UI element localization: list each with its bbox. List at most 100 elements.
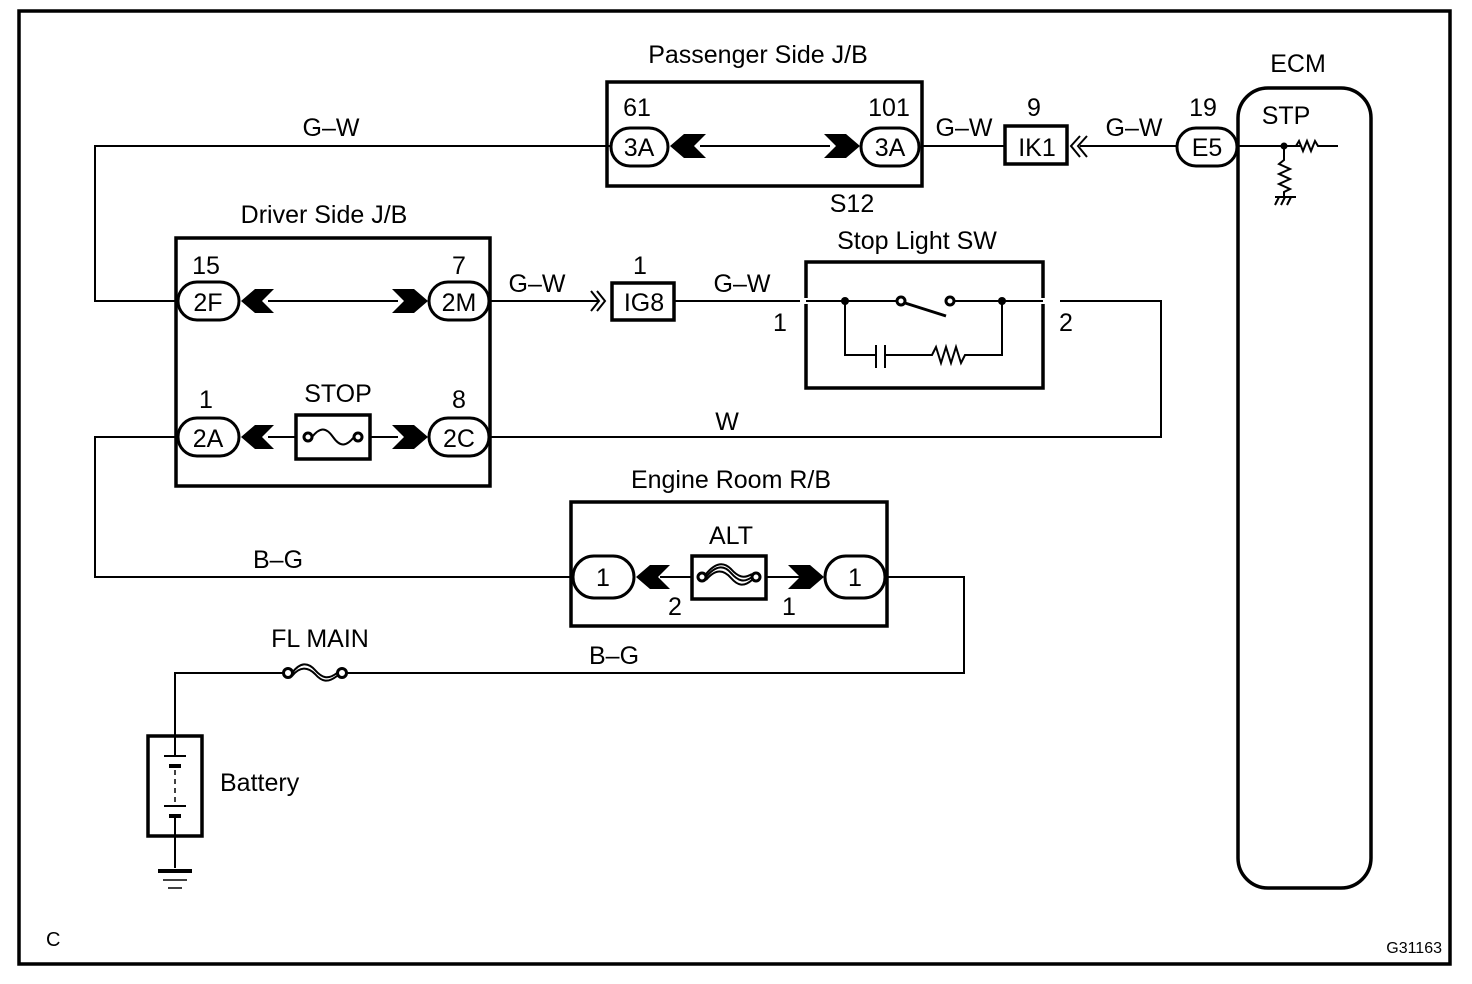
stop-light-sw-pin-1: 1 [773,309,787,337]
ecm-terminal-stp: STP [1262,102,1311,130]
fl-main-label: FL MAIN [271,625,369,653]
passenger-junction-block: Passenger Side J/B 61 3A 101 3A S12 [605,41,924,218]
ecm-pin: 19 [1189,94,1217,122]
male-terminal-icon [824,134,860,158]
connector-e5 [1175,126,1239,168]
connector-2a [176,416,241,458]
female-terminal-icon [241,289,274,313]
engine-room-rb-box [569,500,889,628]
connector-2m-label: 2M [442,289,477,317]
wire-label-gw-ik1-ecm: G–W [1106,114,1163,142]
ik1-terminal-chevron-icon [1069,135,1081,158]
pin-15: 15 [192,252,220,280]
wire-label-bg-2a-alt: B–G [253,546,303,574]
ground-icon [158,869,192,889]
connector-3a-left-label: 3A [624,134,655,162]
alt-fusible-link-icon [690,554,768,601]
wire-label-bg-alt-flmain: B–G [589,642,639,670]
engine-room-rb-title: Engine Room R/B [631,466,831,494]
ik1-box [1003,124,1069,166]
resistor-icon [885,301,1003,367]
wire-flmain-to-battery [174,672,285,736]
ig8-label: IG8 [624,289,664,317]
male-terminal-icon [392,289,428,313]
pin-1: 1 [199,386,213,414]
pin-7: 7 [452,252,466,280]
passenger-jb-left-pin: 61 [623,94,651,122]
wire-label-gw-top: G–W [303,114,360,142]
stop-light-sw-pin-2: 2 [1059,309,1073,337]
ik1-terminal-chevron-icon [1076,135,1088,158]
battery-label: Battery [220,769,300,797]
connector-3a-right [859,126,921,168]
wire-label-gw-pjb-ik1: G–W [936,114,993,142]
diagram-frame [17,9,1452,966]
chassis-ground-icon [1274,196,1296,206]
connector-rb-left [571,554,636,600]
resistor-icon [1295,138,1338,154]
ik1-label: IK1 [1018,134,1056,162]
connector-ig8: 1 IG8 [590,252,676,322]
female-terminal-icon [636,565,670,589]
capacitor-icon [875,345,886,368]
connector-3a-left [609,126,670,168]
wire-label-gw-ig8-sw: G–W [714,270,771,298]
ig8-terminal-chevron-icon [596,290,607,312]
male-terminal-icon [788,565,824,589]
connector-rb-left-label: 1 [596,564,610,592]
fl-main-fuse: FL MAIN [271,625,369,682]
pin-8: 8 [452,386,466,414]
ik1-pin: 9 [1027,94,1041,122]
passenger-jb-right-pin: 101 [868,94,910,122]
connector-2a-label: 2A [193,425,224,453]
ecm-title: ECM [1270,50,1326,78]
driver-jb-title: Driver Side J/B [241,201,408,229]
driver-jb-box [174,236,492,488]
wire-bg-2a-to-alt [94,436,574,578]
stop-light-sw-box [804,260,1045,390]
rb-right-pin: 1 [782,593,796,621]
driver-junction-block: Driver Side J/B 15 2F 7 2M 1 2A STOP 8 2… [174,201,492,488]
male-terminal-icon [392,425,428,449]
splice-label: S12 [830,190,874,218]
connector-rb-right [823,554,887,600]
connector-rb-right-label: 1 [848,564,862,592]
passenger-jb-box [605,80,924,188]
fuse-alt-label: ALT [709,522,753,550]
fuse-stop-label: STOP [304,380,372,408]
connector-2c [427,416,491,458]
wire-label-gw-2m-ig8: G–W [509,270,566,298]
wires [94,145,1300,868]
female-terminal-icon [241,425,274,449]
stop-light-sw-title: Stop Light SW [837,227,997,255]
ig8-box [610,281,676,322]
passenger-jb-title: Passenger Side J/B [648,41,868,69]
connector-e5-label: E5 [1192,134,1223,162]
wire-label-w: W [715,408,739,436]
bypass-wire [844,301,876,356]
fusible-link-icon [282,663,348,682]
ig8-pin: 1 [633,252,647,280]
ecm-box [1236,86,1373,890]
battery: Battery [146,734,300,889]
engine-room-relay-block: Engine Room R/B 1 2 ALT 1 1 [569,466,889,628]
stop-fuse-icon [294,413,372,461]
rb-left-pin: 2 [668,593,682,621]
ecm: ECM 19 E5 STP [1175,50,1373,890]
stop-light-switch: Stop Light SW 1 2 [773,227,1073,390]
connector-2f-label: 2F [193,289,222,317]
connector-2c-label: 2C [443,425,475,453]
connector-3a-right-label: 3A [875,134,906,162]
wire-gw-pjb-to-2f [94,145,610,302]
wire-bg-alt-to-flmain [345,576,965,674]
battery-cell-icon [164,736,186,836]
switch-icon [800,295,1060,318]
figure-id: G31163 [1386,940,1442,957]
connector-ik1: 9 IK1 [1003,94,1088,166]
corner-label: C [46,929,60,951]
pulldown-resistor-icon [1276,146,1293,196]
connector-2f [176,280,241,322]
female-terminal-icon [670,134,706,158]
ig8-terminal-chevron-icon [590,290,601,312]
